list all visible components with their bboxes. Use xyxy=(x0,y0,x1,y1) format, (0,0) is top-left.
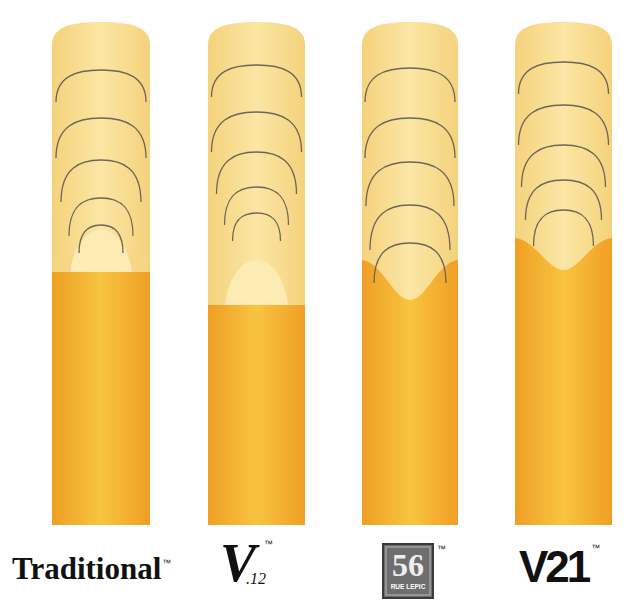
contour-line xyxy=(534,210,594,246)
contour-line xyxy=(366,162,454,206)
reed-56-rue-lepic xyxy=(362,22,458,525)
logo-number: 56 xyxy=(392,549,424,581)
reed-v12 xyxy=(208,22,305,525)
logo-text: V21 xyxy=(519,545,588,589)
contour-line xyxy=(225,187,289,225)
contour-line xyxy=(233,213,281,241)
trademark: ™ xyxy=(162,559,171,568)
trademark: ™ xyxy=(264,540,273,549)
contour-line xyxy=(217,152,297,194)
trademark: ™ xyxy=(437,545,446,554)
contour-line xyxy=(365,118,455,158)
contour-line xyxy=(526,180,602,220)
reed-v21 xyxy=(515,22,612,525)
contour-line xyxy=(56,118,146,158)
contour-lines xyxy=(56,62,609,283)
contour-line xyxy=(79,225,123,253)
logo-text: RUE LEPIC xyxy=(391,584,426,591)
brand-name: Traditional xyxy=(12,553,161,584)
contour-line xyxy=(56,70,146,102)
contour-line xyxy=(61,160,141,202)
logo-number: .12 xyxy=(246,571,266,587)
contour-line xyxy=(69,198,133,236)
contour-line xyxy=(522,145,606,187)
contour-line xyxy=(519,62,609,94)
trademark: ™ xyxy=(591,544,600,553)
contour-line xyxy=(212,112,302,152)
contour-line xyxy=(374,243,446,283)
contour-line xyxy=(365,68,455,102)
reed-traditional xyxy=(52,22,150,525)
contour-line xyxy=(519,105,609,145)
contour-line xyxy=(212,65,302,97)
logo-box xyxy=(383,544,433,598)
